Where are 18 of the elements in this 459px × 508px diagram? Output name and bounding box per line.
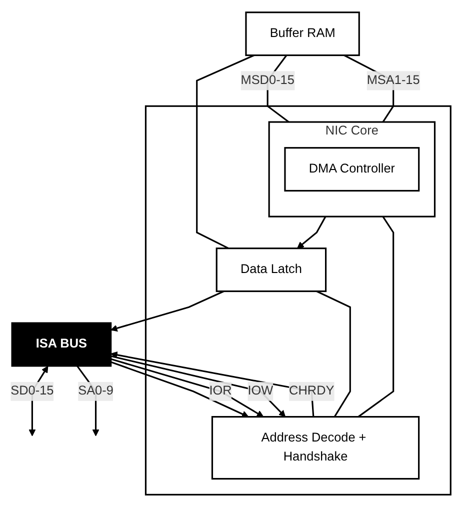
edge-label: MSD0-15: [240, 72, 294, 91]
edge-label: MSA1-15: [366, 72, 420, 91]
connector-line: [316, 291, 351, 418]
block-label: Data Latch: [240, 262, 302, 279]
connector-line: [358, 216, 394, 418]
block-label: ISA BUS: [36, 336, 87, 354]
edge-label: CHRDY: [289, 382, 334, 402]
connector-line: [110, 291, 224, 332]
edge-label: IOR: [209, 382, 232, 402]
edge-label: SA0-9: [78, 382, 114, 402]
connector-line: [297, 216, 326, 250]
group-title: NIC Core: [325, 124, 378, 140]
block-label: DMA Controller: [308, 162, 396, 178]
block-label: Address Decode + Handshake: [260, 430, 368, 466]
edge-label: IOW: [248, 382, 274, 402]
block-label: Buffer RAM: [270, 26, 336, 43]
edge-label: SD0-15: [10, 382, 54, 402]
connector-line: [196, 55, 254, 250]
